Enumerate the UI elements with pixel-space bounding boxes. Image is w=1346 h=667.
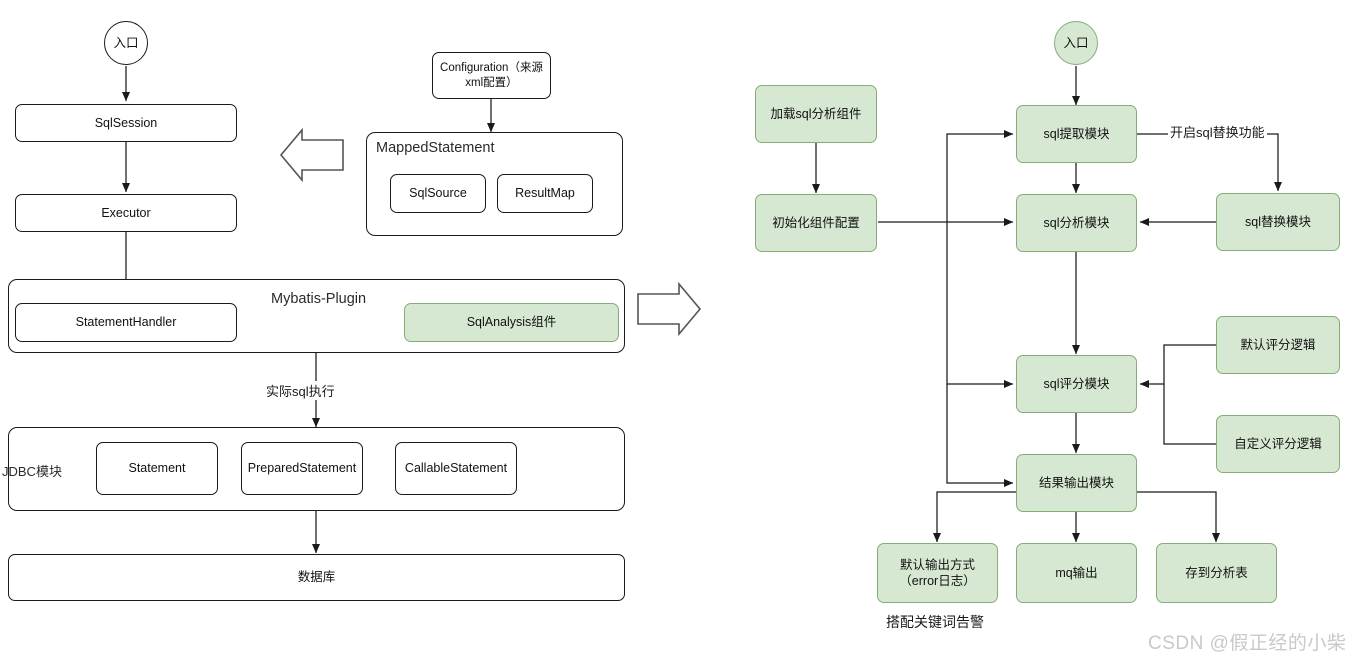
node-statementhandler: StatementHandler [15, 303, 237, 342]
node-database: 数据库 [8, 554, 625, 601]
edge-label-enable-sql-replace: 开启sql替换功能 [1168, 122, 1267, 141]
node-sqlsession: SqlSession [15, 104, 237, 142]
node-init-component-config: 初始化组件配置 [755, 194, 877, 252]
edge-label-actual-sql-exec: 实际sql执行 [264, 381, 337, 400]
node-resultmap: ResultMap [497, 174, 593, 213]
node-sql-scoring-module: sql评分模块 [1016, 355, 1137, 413]
watermark: CSDN @假正经的小柴 [1148, 633, 1346, 654]
left-entry-node: 入口 [104, 21, 148, 65]
node-custom-scoring-logic: 自定义评分逻辑 [1216, 415, 1340, 473]
node-mq-output: mq输出 [1016, 543, 1137, 603]
group-mappedstatement-title: MappedStatement [376, 140, 495, 156]
node-default-output-error-log: 默认输出方式 （error日志） [877, 543, 998, 603]
note-keyword-alert: 搭配关键词告警 [886, 614, 984, 630]
node-sql-analysis-module: sql分析模块 [1016, 194, 1137, 252]
node-sql-extract-module: sql提取模块 [1016, 105, 1137, 163]
node-save-to-analysis-table: 存到分析表 [1156, 543, 1277, 603]
node-statement: Statement [96, 442, 218, 495]
node-executor: Executor [15, 194, 237, 232]
block-arrow-right [637, 281, 702, 337]
node-result-output-module: 结果输出模块 [1016, 454, 1137, 512]
node-configuration: Configuration（来源xml配置） [432, 52, 551, 99]
group-mybatis-plugin-title: Mybatis-Plugin [271, 291, 367, 307]
block-arrow-left [279, 127, 344, 183]
node-sqlanalysis-component: SqlAnalysis组件 [404, 303, 619, 342]
node-preparedstatement: PreparedStatement [241, 442, 363, 495]
right-entry-node: 入口 [1054, 21, 1098, 65]
node-sqlsource: SqlSource [390, 174, 486, 213]
group-jdbc-title: JDBC模块 [2, 464, 62, 479]
node-load-sql-analysis-component: 加载sql分析组件 [755, 85, 877, 143]
node-sql-replace-module: sql替换模块 [1216, 193, 1340, 251]
node-callablestatement: CallableStatement [395, 442, 517, 495]
node-default-scoring-logic: 默认评分逻辑 [1216, 316, 1340, 374]
